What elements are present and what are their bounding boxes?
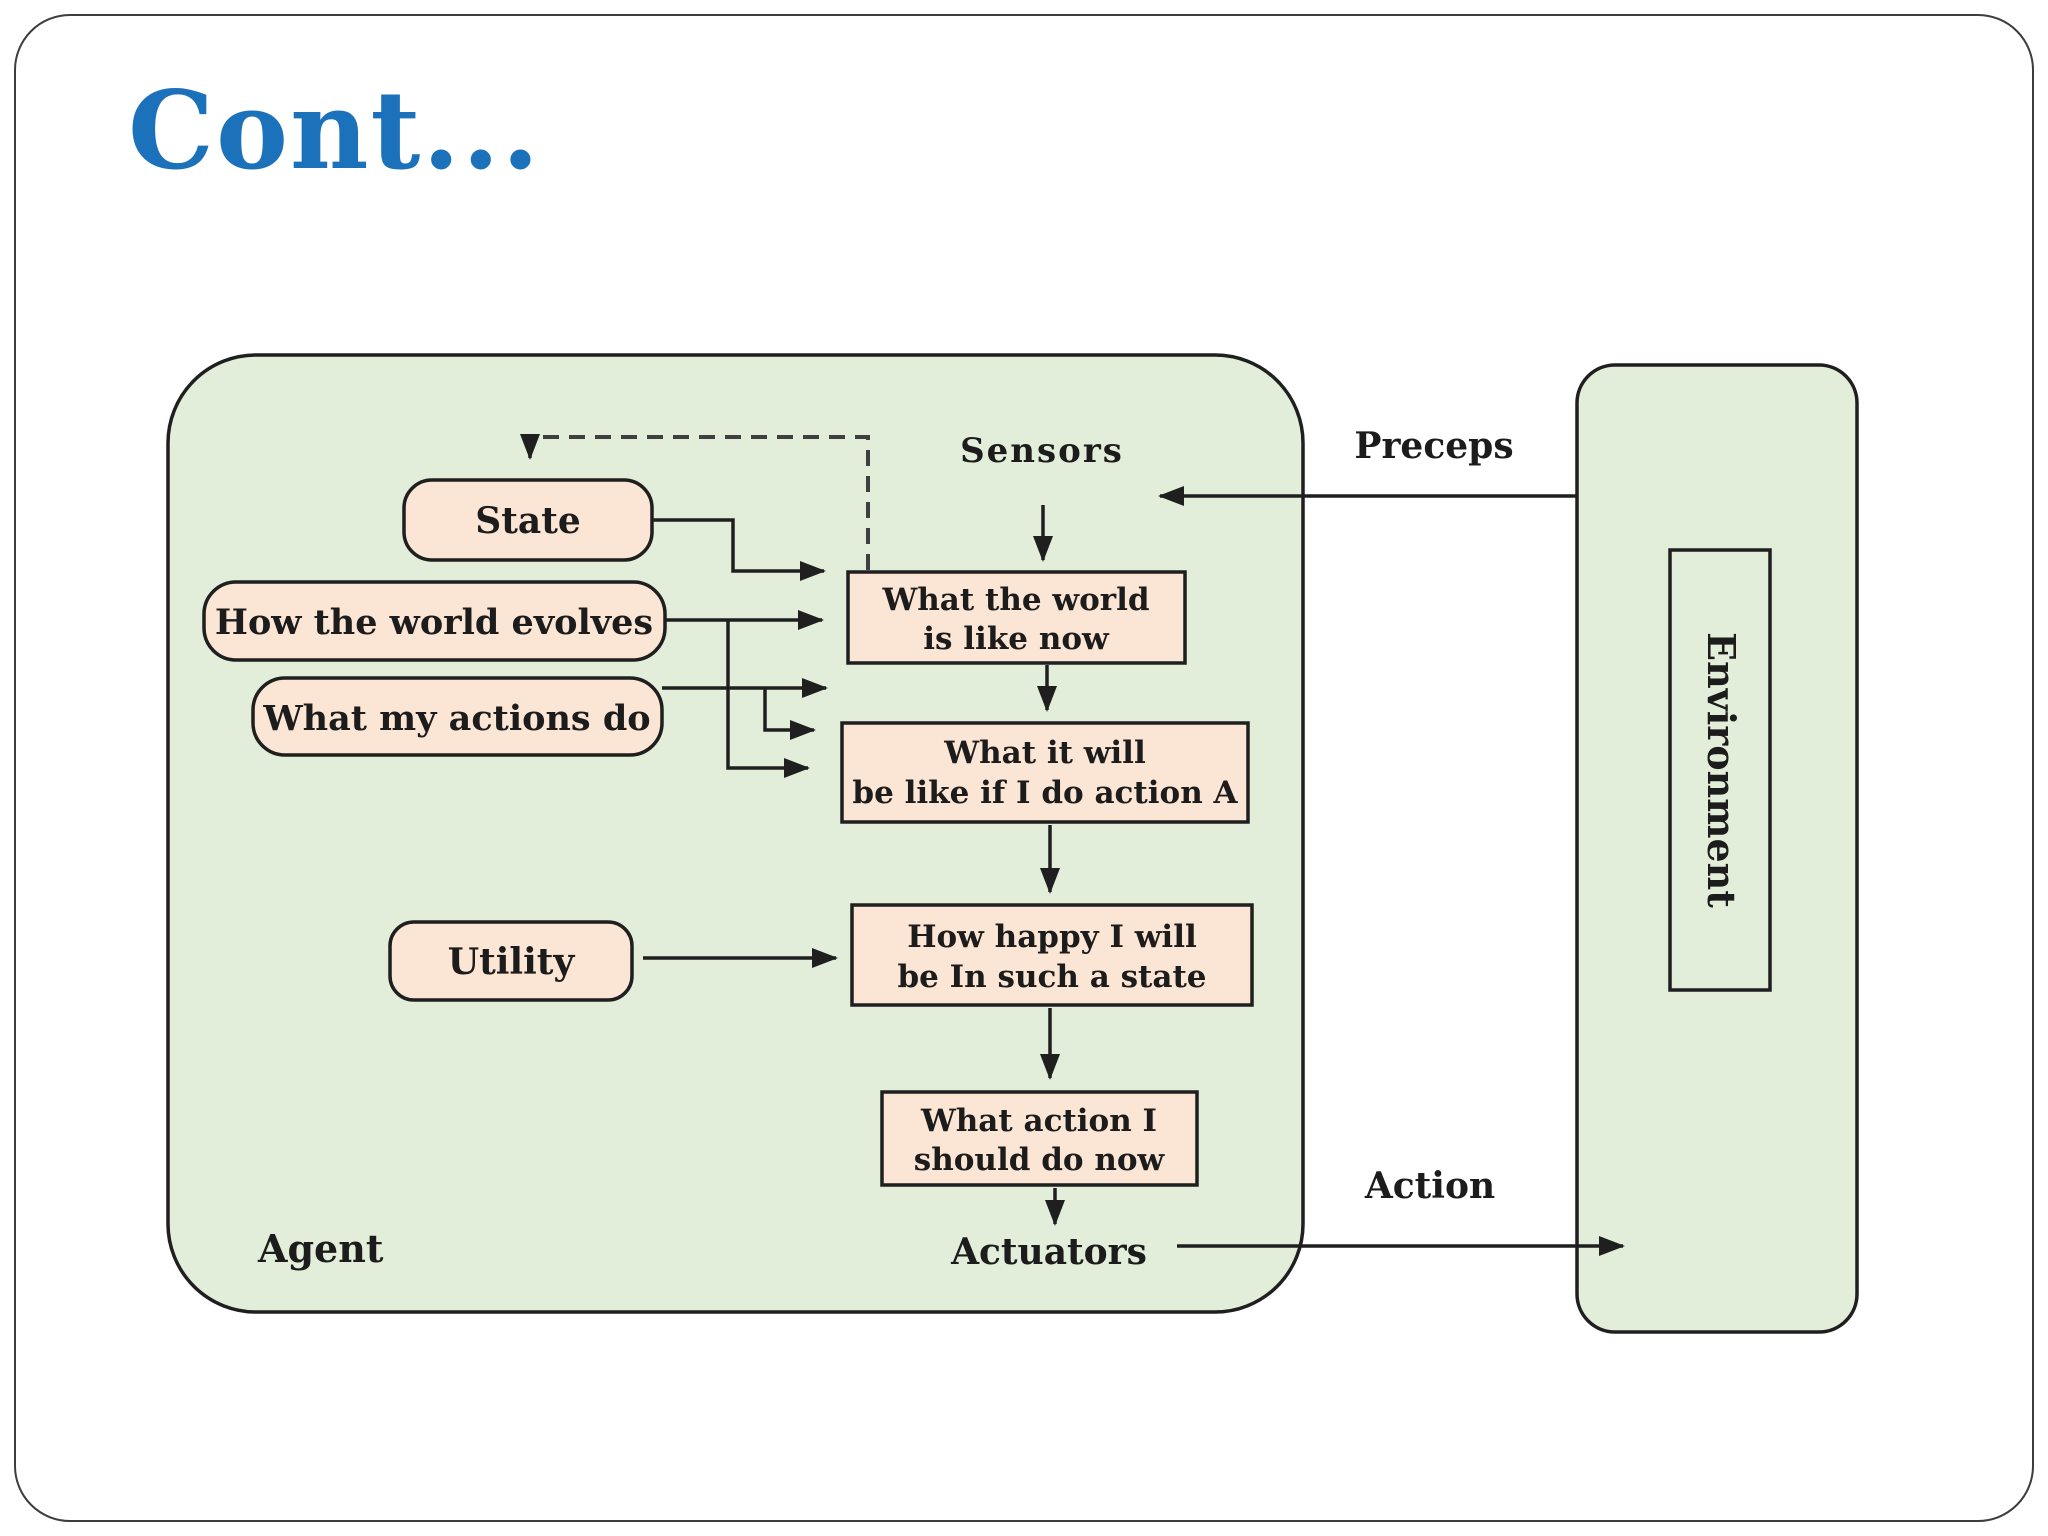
if-action-label-line2: be like if I do action A	[852, 775, 1238, 811]
happy-label-line1: How happy I will	[907, 919, 1197, 955]
actions-do-label: What my actions do	[262, 698, 650, 739]
environment-box	[1575, 363, 1859, 1334]
if-action-label-line1: What it will	[943, 735, 1145, 771]
utility-node	[388, 920, 634, 1002]
action-now-label-line2: should do now	[914, 1142, 1166, 1178]
feedback-dashed-line	[530, 435, 870, 570]
agent-label: Agent	[257, 1226, 384, 1271]
branch-to-if-action-lower-line	[726, 620, 810, 778]
state-label: State	[475, 500, 581, 542]
world-now-label-line1: What the world	[881, 582, 1149, 618]
world-evolves-label: How the world evolves	[215, 602, 653, 643]
environment-inner-box	[1668, 548, 1772, 992]
slide-title: Cont...	[128, 68, 542, 194]
environment-label: Environment	[1699, 632, 1744, 908]
actions-do-node	[251, 676, 664, 757]
happy-label-line2: be In such a state	[897, 959, 1206, 995]
action-label: Action	[1364, 1165, 1495, 1207]
sensors-label: Sensors	[960, 431, 1124, 471]
action-now-node	[880, 1090, 1199, 1187]
preceps-label: Preceps	[1354, 425, 1513, 467]
state-to-world-now-line	[652, 518, 826, 581]
actuators-label: Actuators	[950, 1231, 1147, 1273]
happy-node	[850, 903, 1254, 1007]
utility-label: Utility	[448, 941, 576, 983]
if-action-node	[840, 721, 1250, 824]
action-now-label-line1: What action I	[920, 1103, 1157, 1139]
branch-to-if-action-upper-line	[763, 688, 816, 740]
world-now-label-line2: is like now	[923, 621, 1110, 657]
world-now-node	[846, 570, 1187, 665]
